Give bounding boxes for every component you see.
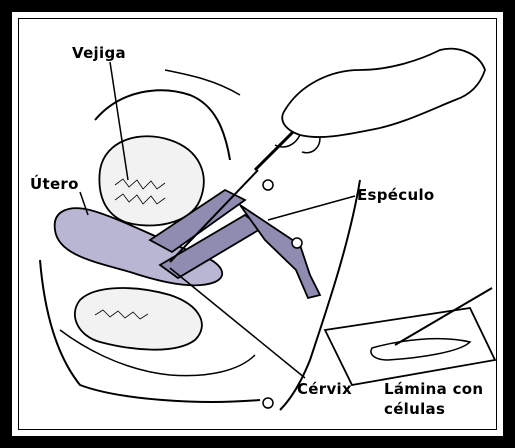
label-lamina-line2: células [384, 400, 445, 418]
speculum-handle [240, 205, 320, 298]
bottom-mark [263, 398, 273, 408]
label-cervix: Cérvix [297, 380, 352, 398]
bowel-shape [75, 288, 202, 350]
hand-outline [282, 49, 485, 137]
speculum-screw-2 [292, 238, 302, 248]
hand-finger-2 [302, 138, 320, 153]
label-utero: Útero [30, 175, 79, 193]
leader-especulo [268, 196, 355, 220]
label-especulo: Espéculo [357, 186, 435, 204]
speculum-screw [263, 180, 273, 190]
bladder-shape [99, 136, 203, 225]
label-lamina-line1: Lámina con [384, 380, 483, 398]
label-vejiga: Vejiga [72, 44, 126, 62]
